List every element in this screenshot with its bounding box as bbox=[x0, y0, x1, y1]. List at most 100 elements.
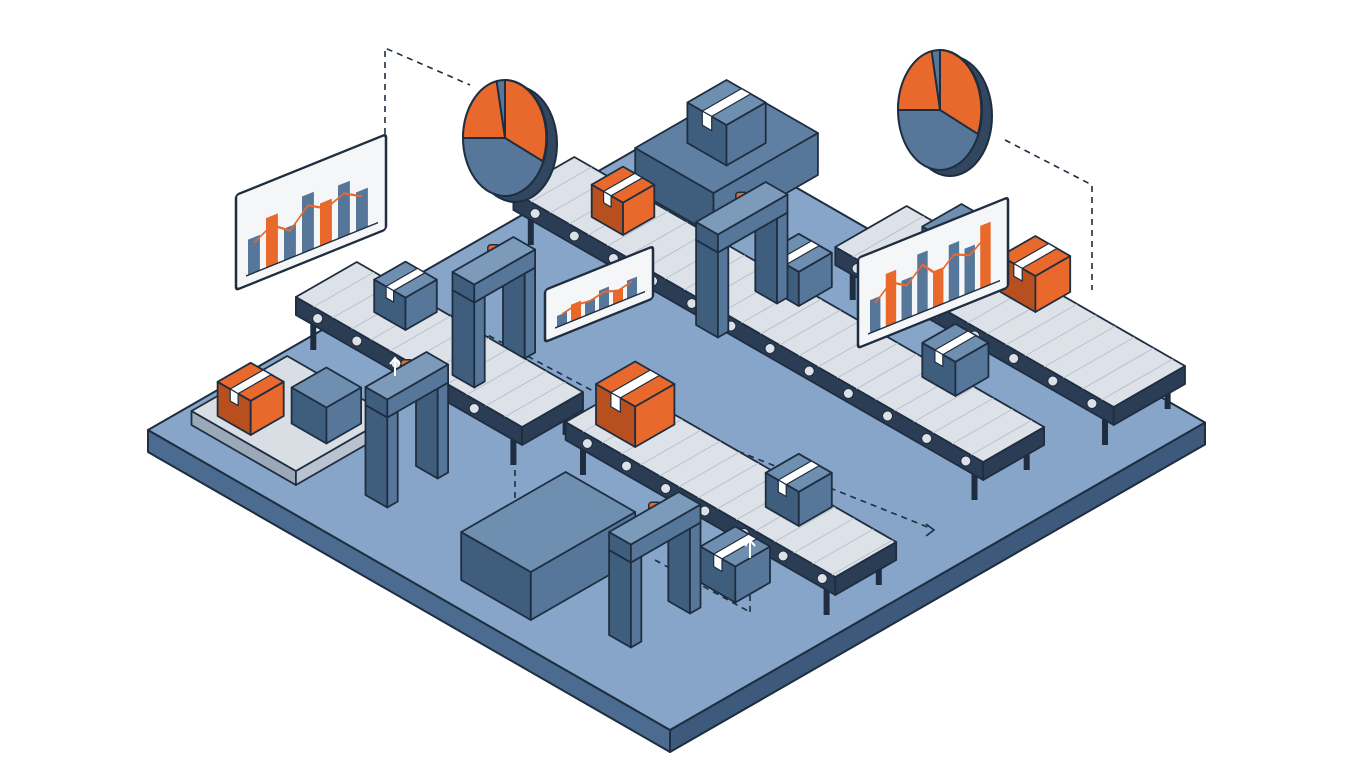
bar-chart-panel bbox=[543, 245, 655, 343]
chart-axis bbox=[555, 290, 645, 329]
box-right-face bbox=[436, 381, 450, 480]
belt-slat bbox=[504, 381, 566, 418]
chart-bar bbox=[870, 295, 881, 334]
conveyor-roller bbox=[468, 403, 480, 414]
box-label bbox=[934, 349, 944, 368]
box-left-face bbox=[608, 549, 632, 649]
bar-chart-panel bbox=[234, 134, 388, 291]
box-top-face bbox=[364, 351, 450, 401]
blue-package-box bbox=[699, 525, 771, 604]
box-left-face bbox=[364, 404, 389, 509]
gate-top-beam bbox=[364, 351, 450, 419]
box-top-face bbox=[608, 491, 702, 546]
belt-slat bbox=[678, 451, 740, 488]
belt-slat bbox=[932, 397, 994, 434]
belt-slat bbox=[640, 429, 702, 466]
belt-slat bbox=[1082, 347, 1154, 390]
box-label bbox=[713, 553, 723, 573]
conveyor-roller bbox=[842, 388, 854, 399]
box-left-face bbox=[451, 289, 476, 389]
pie-chart bbox=[461, 78, 558, 203]
chart-bar bbox=[302, 191, 314, 254]
belt-slat bbox=[485, 370, 547, 407]
box-label bbox=[229, 388, 239, 407]
right-arrow-icon bbox=[925, 523, 936, 537]
chart-bar bbox=[613, 287, 623, 305]
chart-bar bbox=[964, 244, 975, 295]
chart-trend-line bbox=[253, 192, 363, 244]
belt-slat bbox=[836, 342, 899, 379]
gate-top-beam bbox=[695, 181, 789, 254]
chart-bar bbox=[901, 276, 912, 321]
chart-bar bbox=[266, 213, 278, 268]
conveyor-roller bbox=[581, 438, 593, 449]
chart-bar bbox=[248, 234, 260, 276]
belt-slat bbox=[1101, 358, 1174, 401]
conveyor-roller bbox=[568, 230, 580, 242]
warehouse-objects bbox=[190, 79, 1186, 649]
box-right-face bbox=[689, 521, 702, 615]
blue-package-box bbox=[921, 322, 990, 397]
pie-chart bbox=[896, 48, 993, 177]
chart-trend-line bbox=[874, 236, 987, 304]
chart-bar bbox=[557, 311, 567, 328]
conveyor-roller bbox=[660, 483, 672, 494]
bar-chart-panel bbox=[856, 197, 1010, 349]
conveyor-roller bbox=[882, 410, 893, 422]
gate-top-beam bbox=[451, 236, 536, 304]
conveyor-roller bbox=[351, 335, 363, 347]
conveyor-roller bbox=[921, 433, 933, 444]
chart-bar bbox=[284, 223, 296, 261]
belt-slat bbox=[389, 315, 452, 352]
chart-bar bbox=[356, 187, 368, 232]
box-label bbox=[385, 285, 395, 303]
belt-slat bbox=[1062, 336, 1135, 379]
orange-package-box bbox=[216, 361, 285, 436]
belt-slat bbox=[793, 517, 855, 554]
chart-bar bbox=[338, 180, 350, 239]
belt-slat bbox=[313, 271, 375, 308]
belt-slat bbox=[1024, 314, 1097, 357]
belt-slat bbox=[951, 408, 1014, 445]
blue-package-box bbox=[686, 79, 767, 167]
chart-axis bbox=[868, 279, 1000, 335]
chart-axis bbox=[246, 221, 378, 277]
box-label bbox=[701, 110, 713, 132]
box-label bbox=[602, 190, 612, 208]
conveyor-roller bbox=[960, 455, 972, 467]
box-right-face bbox=[776, 211, 789, 305]
belt-slat bbox=[760, 298, 822, 335]
analytics-overlays bbox=[234, 48, 1010, 558]
up-arrow-icon bbox=[744, 538, 756, 558]
box-top-face bbox=[290, 366, 363, 409]
dashed-connector bbox=[384, 46, 471, 145]
pie-slice-orange bbox=[896, 49, 942, 111]
orange-package-box bbox=[590, 165, 656, 236]
box-right-face bbox=[630, 555, 643, 649]
belt-slat bbox=[607, 210, 669, 247]
dashed-connector bbox=[654, 559, 751, 613]
box-label bbox=[1013, 263, 1023, 282]
box-right-face bbox=[473, 295, 486, 389]
conveyor-roller bbox=[764, 343, 776, 354]
blue-package-box bbox=[373, 260, 438, 331]
pie-slice-orange bbox=[939, 48, 983, 136]
orange-package-box bbox=[595, 360, 676, 448]
pie-slice-orange bbox=[504, 78, 548, 163]
gate-pillar-right bbox=[415, 369, 450, 480]
dashed-connector bbox=[1004, 139, 1093, 290]
conveyor-roller bbox=[312, 313, 324, 324]
up-arrow-icon bbox=[389, 356, 401, 376]
box-right-face bbox=[386, 410, 399, 509]
box-right-face bbox=[523, 266, 536, 360]
chart-trend-line bbox=[561, 280, 633, 315]
belt-slat bbox=[659, 440, 721, 477]
belt-slat bbox=[626, 221, 688, 258]
belt-slat bbox=[831, 539, 893, 576]
belt-slat bbox=[970, 419, 1033, 456]
belt-slat bbox=[852, 215, 925, 258]
belt-slat bbox=[779, 309, 841, 346]
conveyor-roller bbox=[621, 460, 632, 472]
belt-slat bbox=[1043, 325, 1116, 368]
